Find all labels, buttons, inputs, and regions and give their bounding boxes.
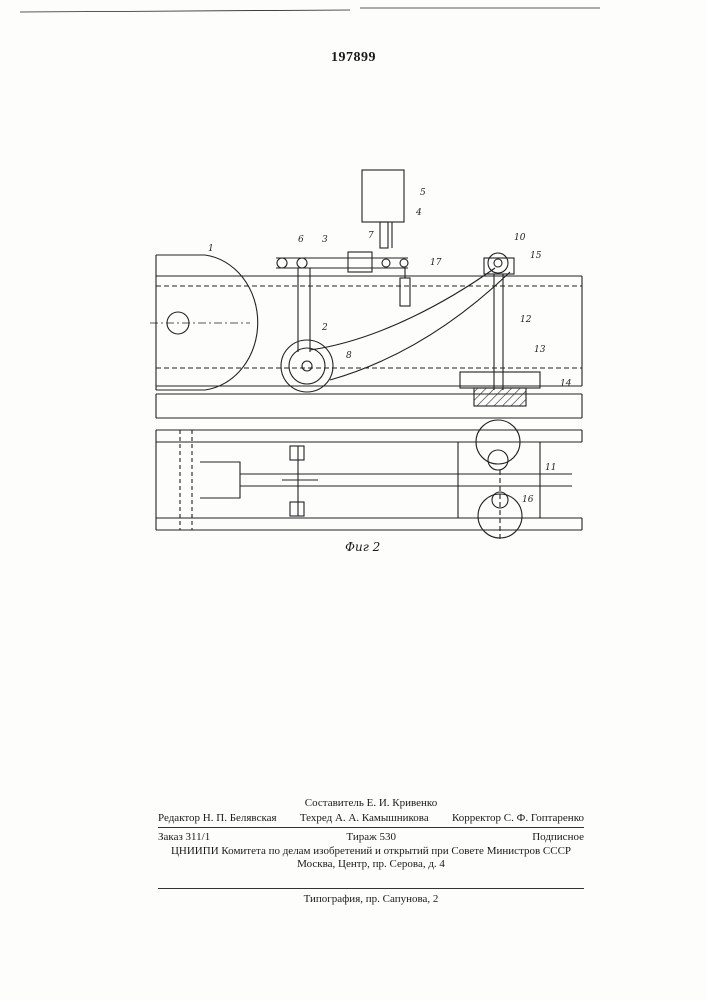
corrector-text: Корректор С. Ф. Гоптаренко <box>452 812 584 824</box>
tech-editor-text: Техред А. А. Камышникова <box>300 812 429 824</box>
compiler-line: Составитель Е. И. Кривенко <box>158 797 584 809</box>
org-line-1: ЦНИИПИ Комитета по делам изобретений и о… <box>158 845 584 858</box>
label-part-3: 3 <box>322 235 328 245</box>
label-part-12: 12 <box>520 315 532 325</box>
organization-block: ЦНИИПИ Комитета по делам изобретений и о… <box>158 845 584 871</box>
org-line-2: Москва, Центр, пр. Серова, д. 4 <box>158 858 584 871</box>
divider-bottom <box>158 888 584 889</box>
label-part-11: 11 <box>545 463 556 473</box>
label-part-13: 13 <box>534 345 546 355</box>
order-text: Заказ 311/1 <box>158 831 210 843</box>
part-10-pulley <box>488 253 508 273</box>
figure-caption: Фиг 2 <box>345 540 380 554</box>
label-part-14: 14 <box>560 379 572 389</box>
part-1-drum <box>156 255 258 390</box>
label-part-2: 2 <box>321 323 328 333</box>
label-part-17: 17 <box>430 258 442 268</box>
label-part-15: 15 <box>530 251 542 261</box>
divider-top <box>158 827 584 828</box>
editors-line: Редактор Н. П. Белявская Техред А. А. Ка… <box>158 812 584 824</box>
part-5-column <box>362 170 404 222</box>
order-line: Заказ 311/1 Тираж 530 Подписное <box>158 831 584 843</box>
label-part-8: 8 <box>346 351 352 361</box>
label-part-1: 1 <box>208 244 214 254</box>
part-7-slider <box>348 252 372 272</box>
label-part-6: 6 <box>298 235 304 245</box>
compiler-text: Составитель Е. И. Кривенко <box>305 797 437 809</box>
label-part-10: 10 <box>514 233 526 243</box>
editor-text: Редактор Н. П. Белявская <box>158 812 277 824</box>
subscription-text: Подписное <box>532 831 584 843</box>
label-part-4: 4 <box>415 208 422 218</box>
label-part-7: 7 <box>368 231 374 241</box>
circulation-text: Тираж 530 <box>346 831 396 843</box>
label-part-5: 5 <box>420 188 426 198</box>
printing-house: Типография, пр. Сапунова, 2 <box>158 893 584 905</box>
label-part-16: 16 <box>522 495 534 505</box>
